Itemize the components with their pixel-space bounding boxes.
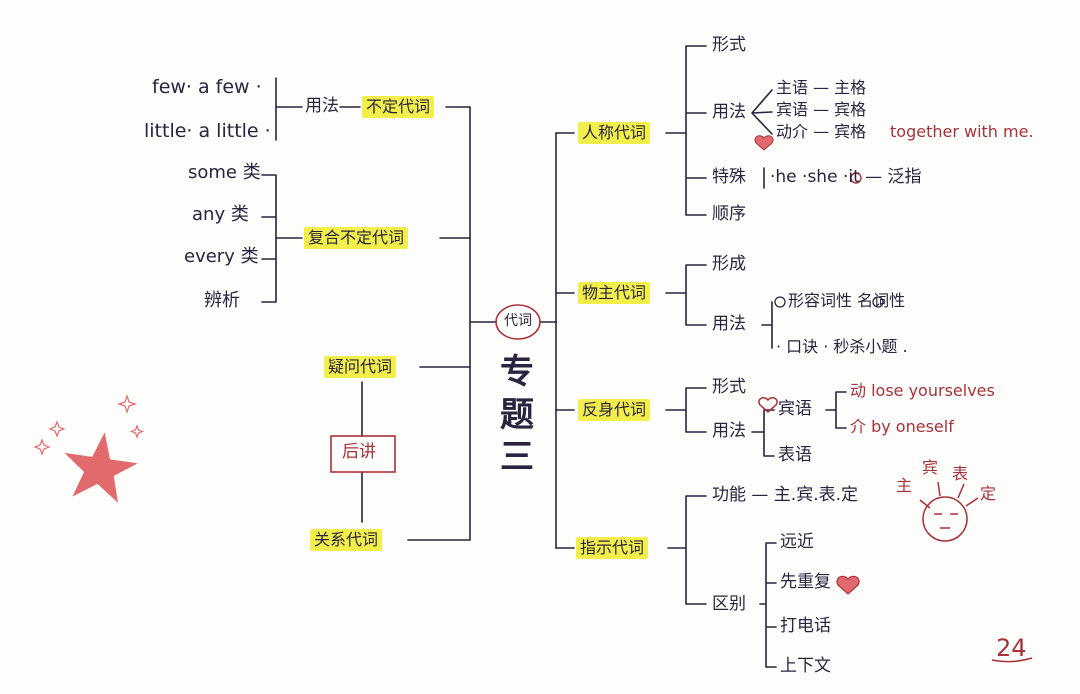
face-doodle-icon	[919, 481, 979, 542]
possessive-line-1: 形容词性 名词性	[788, 291, 906, 310]
doodle-letter-4: 定	[980, 484, 997, 503]
page-number: 24	[996, 634, 1027, 662]
interrogative-pronoun-node: 疑问代词	[324, 356, 397, 378]
demonstrative-function: 功能 — 主.宾.表.定	[712, 485, 859, 505]
later-box	[330, 435, 396, 473]
title-char-2: 题	[500, 395, 534, 435]
center-circle-label: 代词	[504, 313, 532, 329]
possessive-pronoun-node: 物主代词	[578, 282, 651, 304]
doodle-letter-3: 表	[952, 464, 969, 483]
together-with-me-note: together with me.	[890, 122, 1034, 141]
compound-item-some: some 类	[188, 162, 261, 183]
reflexive-form: 形式	[712, 377, 746, 397]
heart-icon	[758, 397, 778, 413]
reflexive-usage: 用法	[712, 421, 746, 441]
diff-item-3: 打电话	[780, 616, 831, 636]
diff-item-1: 远近	[780, 532, 814, 552]
compound-item-distinguish: 辨析	[204, 290, 240, 311]
compound-item-every: every 类	[184, 246, 259, 267]
reflexive-prep-example: 介 by oneself	[850, 417, 954, 436]
reflexive-object: 宾语	[778, 399, 812, 419]
reflexive-pronoun-node: 反身代词	[578, 399, 651, 421]
indef-usage-label: 用法	[305, 96, 339, 116]
little-a-little-text: little· a little ·	[144, 120, 271, 142]
doodle-letter-1: 主	[896, 476, 913, 495]
demonstrative-diff: 区别	[712, 594, 746, 614]
reflexive-verb-example: 动 lose yourselves	[850, 381, 995, 400]
personal-usage-item-2: 宾语 — 宾格	[776, 100, 867, 119]
demonstrative-pronoun-node: 指示代词	[576, 537, 649, 559]
personal-order: 顺序	[712, 204, 746, 224]
reflexive-predicative: 表语	[778, 445, 812, 465]
heart-icon	[754, 135, 774, 151]
compound-indefinite-pronoun-node: 复合不定代词	[304, 227, 409, 249]
personal-pronoun-node: 人称代词	[578, 122, 651, 144]
possessive-line-2: · 口诀 · 秒杀小题 .	[776, 337, 908, 356]
diff-item-2: 先重复	[780, 572, 831, 592]
few-a-few-text: few· a few ·	[152, 76, 262, 98]
star-icon	[33, 394, 145, 503]
personal-usage-item-3: 动介 — 宾格	[776, 122, 867, 141]
title-char-1: 专	[500, 352, 534, 392]
indefinite-pronoun-node: 不定代词	[362, 96, 435, 118]
heart-icon	[836, 575, 860, 595]
personal-special: 特殊	[712, 167, 746, 187]
relative-pronoun-node: 关系代词	[310, 529, 383, 551]
doodle-letter-2: 宾	[922, 458, 939, 477]
title-char-3: 三	[500, 437, 534, 477]
possessive-form: 形成	[712, 254, 746, 274]
personal-usage: 用法	[712, 102, 746, 122]
compound-item-any: any 类	[192, 204, 249, 225]
personal-special-detail: ·he ·she ·it — 泛指	[770, 167, 922, 187]
later-label: 后讲	[342, 442, 376, 462]
diff-item-4: 上下文	[780, 656, 831, 676]
personal-usage-item-1: 主语 — 主格	[776, 78, 867, 97]
possessive-usage: 用法	[712, 314, 746, 334]
personal-form: 形式	[712, 35, 746, 55]
